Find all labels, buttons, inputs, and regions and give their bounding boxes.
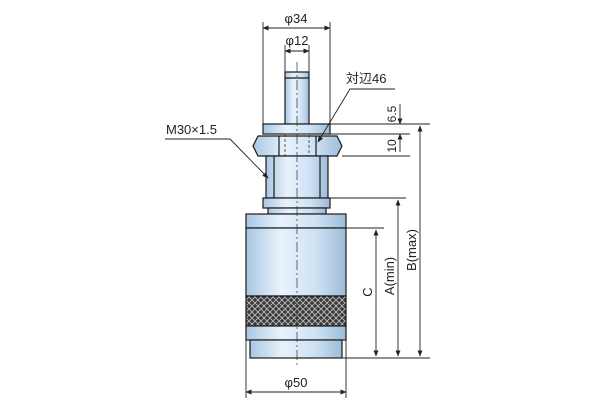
thread-leader: M30×1.5: [165, 122, 269, 179]
bottom-body: [245, 325, 347, 341]
hex-nut: [252, 135, 343, 157]
part-body: [245, 62, 347, 366]
dimension-a: A(min): [330, 197, 406, 357]
label-dia12: φ12: [286, 33, 309, 48]
label-dia50: φ50: [285, 375, 308, 390]
hex-leader: 対辺46: [317, 71, 395, 143]
body-flange: [245, 213, 347, 229]
lower-collar: [262, 197, 331, 209]
dimension-6-5: 6.5: [330, 104, 430, 152]
dimension-dia34: φ34: [262, 11, 331, 124]
dimension-dia50: φ50: [245, 340, 347, 398]
dimension-dia12: φ12: [284, 33, 310, 72]
label-c: C: [360, 287, 375, 296]
top-collar: [262, 123, 331, 135]
label-6-5: 6.5: [385, 105, 399, 122]
label-dia34: φ34: [285, 11, 308, 26]
main-body: [245, 227, 347, 297]
dimension-c: C: [342, 227, 430, 359]
label-thread: M30×1.5: [166, 122, 217, 137]
dimension-b: B(max): [404, 125, 423, 357]
label-b: B(max): [404, 229, 419, 271]
label-a: A(min): [382, 257, 397, 295]
label-10: 10: [385, 139, 399, 153]
knurl-band: [245, 295, 347, 327]
dimension-10: 10: [342, 139, 410, 157]
label-hex: 対辺46: [346, 71, 386, 86]
base: [249, 339, 343, 359]
